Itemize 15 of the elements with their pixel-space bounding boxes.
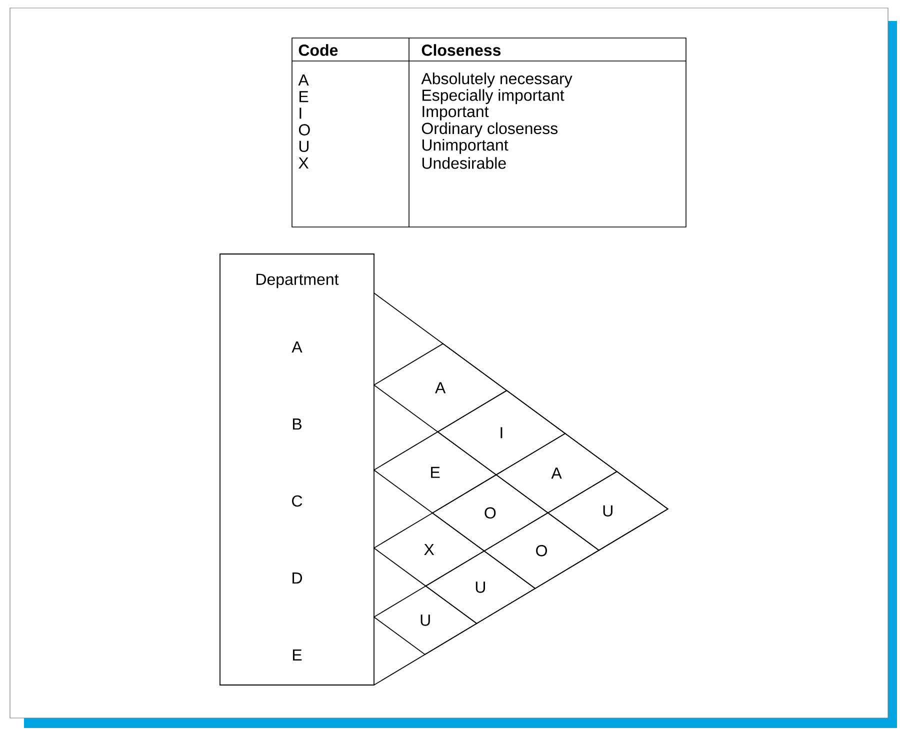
table-cell: Undesirable (422, 157, 506, 169)
column-header: Closeness (422, 44, 501, 56)
department-column: Department A B C D E (220, 254, 374, 686)
table-cell: Ordinary closeness (422, 122, 558, 138)
column-header: Code (298, 44, 338, 56)
table-cell: Important (422, 106, 489, 120)
table-cell: A (298, 74, 309, 86)
table-cell: O (298, 124, 310, 136)
table-cell: X (298, 158, 309, 168)
table-cell: U (299, 140, 309, 152)
table-cell: E (300, 91, 308, 102)
table-cell: Absolutely necessary (421, 72, 572, 88)
table-cell: Especially important (422, 89, 564, 104)
table-cell: Unimportant (422, 138, 508, 154)
table-cell: I (300, 108, 302, 119)
